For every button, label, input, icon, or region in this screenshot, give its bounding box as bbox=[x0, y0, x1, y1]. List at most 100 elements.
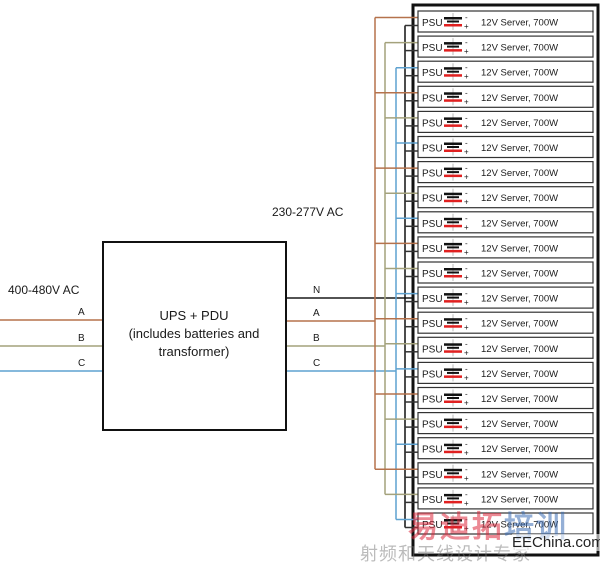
psu-label: PSU bbox=[422, 369, 443, 380]
plus-sign: + bbox=[464, 298, 469, 307]
psu-label: PSU bbox=[422, 294, 443, 305]
server-label: 12V Server, 700W bbox=[481, 419, 558, 430]
server-label: 12V Server, 700W bbox=[481, 243, 558, 254]
psu-label: PSU bbox=[422, 93, 443, 104]
server-box bbox=[417, 386, 594, 410]
minus-sign: - bbox=[465, 314, 468, 323]
battery-negative-icon bbox=[447, 196, 459, 199]
output-conductor-label: B bbox=[313, 333, 320, 344]
ups-pdu-box bbox=[102, 241, 287, 431]
battery-negative-icon bbox=[447, 271, 459, 274]
minus-sign: - bbox=[465, 63, 468, 72]
output-conductor-label: A bbox=[313, 308, 320, 319]
server-label: 12V Server, 700W bbox=[481, 494, 558, 505]
battery-negative-icon bbox=[447, 371, 459, 374]
battery-negative-icon bbox=[447, 70, 459, 73]
psu-label: PSU bbox=[422, 18, 443, 29]
plus-sign: + bbox=[464, 248, 469, 257]
plus-sign: + bbox=[464, 424, 469, 433]
psu-label: PSU bbox=[422, 319, 443, 330]
battery-positive-icon bbox=[444, 99, 462, 102]
minus-sign: - bbox=[465, 339, 468, 348]
server-rack bbox=[411, 3, 600, 557]
input-phase-label: A bbox=[78, 307, 85, 318]
minus-sign: - bbox=[465, 13, 468, 22]
battery-positive-icon bbox=[444, 124, 462, 127]
psu-label: PSU bbox=[422, 169, 443, 180]
minus-sign: - bbox=[465, 490, 468, 499]
rack-unit: PSU-+12V Server, 700W bbox=[385, 35, 594, 58]
ups-subtitle-line2: transformer) bbox=[159, 344, 230, 359]
ups-title: UPS + PDU bbox=[160, 308, 229, 323]
psu-label: PSU bbox=[422, 118, 443, 129]
rack-unit: PSU-+12V Server, 700W bbox=[396, 60, 594, 83]
rack-unit: PSU-+12V Server, 700W bbox=[385, 110, 594, 134]
battery-positive-icon bbox=[444, 249, 462, 253]
rack-unit: PSU-+12V Server, 700W bbox=[396, 361, 594, 384]
server-box bbox=[417, 110, 594, 134]
rack-unit: PSU-+12V Server, 700W bbox=[375, 462, 594, 485]
battery-negative-icon bbox=[444, 192, 462, 196]
plus-sign: + bbox=[464, 97, 469, 106]
server-box bbox=[417, 161, 594, 184]
plus-sign: + bbox=[464, 399, 469, 408]
output-conductor-label: C bbox=[313, 358, 320, 369]
server-label: 12V Server, 700W bbox=[481, 520, 558, 531]
server-label: 12V Server, 700W bbox=[481, 193, 558, 204]
battery-positive-icon bbox=[444, 325, 462, 328]
minus-sign: - bbox=[465, 515, 468, 524]
rack-unit: PSU-+12V Server, 700W bbox=[385, 261, 594, 284]
input-phase-label: B bbox=[78, 333, 85, 344]
battery-positive-icon bbox=[444, 300, 462, 303]
battery-negative-icon bbox=[447, 221, 459, 224]
server-label: 12V Server, 700W bbox=[481, 394, 558, 405]
battery-negative-icon bbox=[444, 242, 462, 246]
output-conductor-label: N bbox=[313, 285, 320, 296]
server-box bbox=[417, 361, 594, 384]
battery-negative-icon bbox=[444, 393, 462, 396]
server-box bbox=[417, 10, 594, 33]
battery-positive-icon bbox=[444, 275, 462, 278]
battery-negative-icon bbox=[447, 120, 459, 123]
server-label: 12V Server, 700W bbox=[481, 168, 558, 179]
server-label: 12V Server, 700W bbox=[481, 444, 558, 455]
rack-unit: PSU-+12V Server, 700W bbox=[396, 437, 594, 460]
battery-negative-icon bbox=[444, 519, 462, 522]
rack-unit: PSU-+12V Server, 700W bbox=[385, 412, 594, 435]
plus-sign: + bbox=[464, 499, 469, 508]
psu-label: PSU bbox=[422, 219, 443, 230]
rack-unit: PSU-+12V Server, 700W bbox=[375, 161, 594, 184]
battery-negative-icon bbox=[447, 246, 459, 249]
psu-label: PSU bbox=[422, 395, 443, 406]
battery-positive-icon bbox=[444, 375, 462, 378]
battery-negative-icon bbox=[447, 321, 459, 324]
battery-negative-icon bbox=[444, 318, 462, 321]
rack-unit: PSU-+12V Server, 700W bbox=[396, 211, 594, 234]
plus-sign: + bbox=[464, 122, 469, 131]
server-label: 12V Server, 700W bbox=[481, 18, 558, 29]
server-label: 12V Server, 700W bbox=[481, 319, 558, 330]
server-label: 12V Server, 700W bbox=[481, 43, 558, 54]
battery-positive-icon bbox=[444, 74, 462, 77]
plus-sign: + bbox=[464, 449, 469, 458]
rack-unit: PSU-+12V Server, 700W bbox=[385, 186, 594, 209]
battery-negative-icon bbox=[444, 92, 462, 95]
server-label: 12V Server, 700W bbox=[481, 469, 558, 480]
minus-sign: - bbox=[465, 289, 468, 298]
server-label: 12V Server, 700W bbox=[481, 93, 558, 104]
plus-sign: + bbox=[464, 223, 469, 232]
minus-sign: - bbox=[465, 239, 468, 248]
rack-unit: PSU-+12V Server, 700W bbox=[375, 85, 594, 108]
psu-label: PSU bbox=[422, 495, 443, 506]
server-label: 12V Server, 700W bbox=[481, 294, 558, 305]
battery-negative-icon bbox=[444, 17, 462, 20]
server-box bbox=[417, 35, 594, 58]
battery-positive-icon bbox=[444, 149, 462, 152]
battery-negative-icon bbox=[444, 418, 462, 422]
output-voltage-label: 230-277V AC bbox=[272, 205, 344, 219]
psu-label: PSU bbox=[422, 68, 443, 79]
server-box bbox=[417, 60, 594, 83]
server-box bbox=[417, 462, 594, 485]
psu-label: PSU bbox=[422, 269, 443, 280]
